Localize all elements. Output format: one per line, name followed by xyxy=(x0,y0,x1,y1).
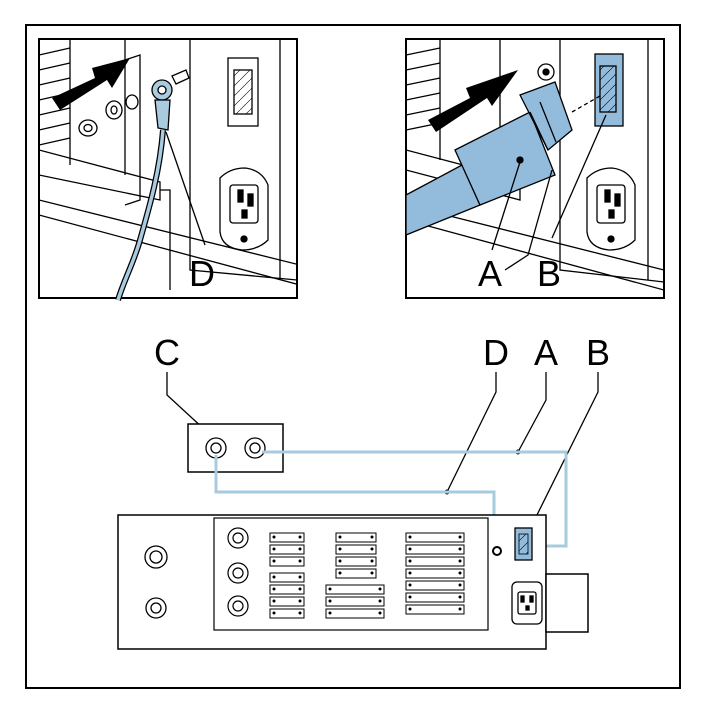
label-a: A xyxy=(534,332,558,373)
label-b: B xyxy=(586,332,610,373)
arrow-icon xyxy=(52,58,130,110)
ground-screw-icon xyxy=(78,69,190,137)
label-d-detail: D xyxy=(189,253,215,294)
detail-panel-grounding: D xyxy=(38,38,298,301)
label-a-detail: A xyxy=(478,253,502,294)
detail-panel-lan: A B xyxy=(405,38,665,299)
ground-screw-icon xyxy=(205,437,266,459)
label-c: C xyxy=(154,332,180,373)
label-d: D xyxy=(483,332,509,373)
power-supply-module xyxy=(545,573,589,633)
interface-box-c xyxy=(187,423,284,473)
label-b-detail: B xyxy=(537,253,561,294)
arrow-icon xyxy=(428,70,518,132)
ground-point-icon xyxy=(492,546,502,556)
lan-connector-icon xyxy=(405,81,573,236)
iec-power-socket-icon xyxy=(511,581,543,625)
overview-wiring: C D A B xyxy=(117,332,610,650)
